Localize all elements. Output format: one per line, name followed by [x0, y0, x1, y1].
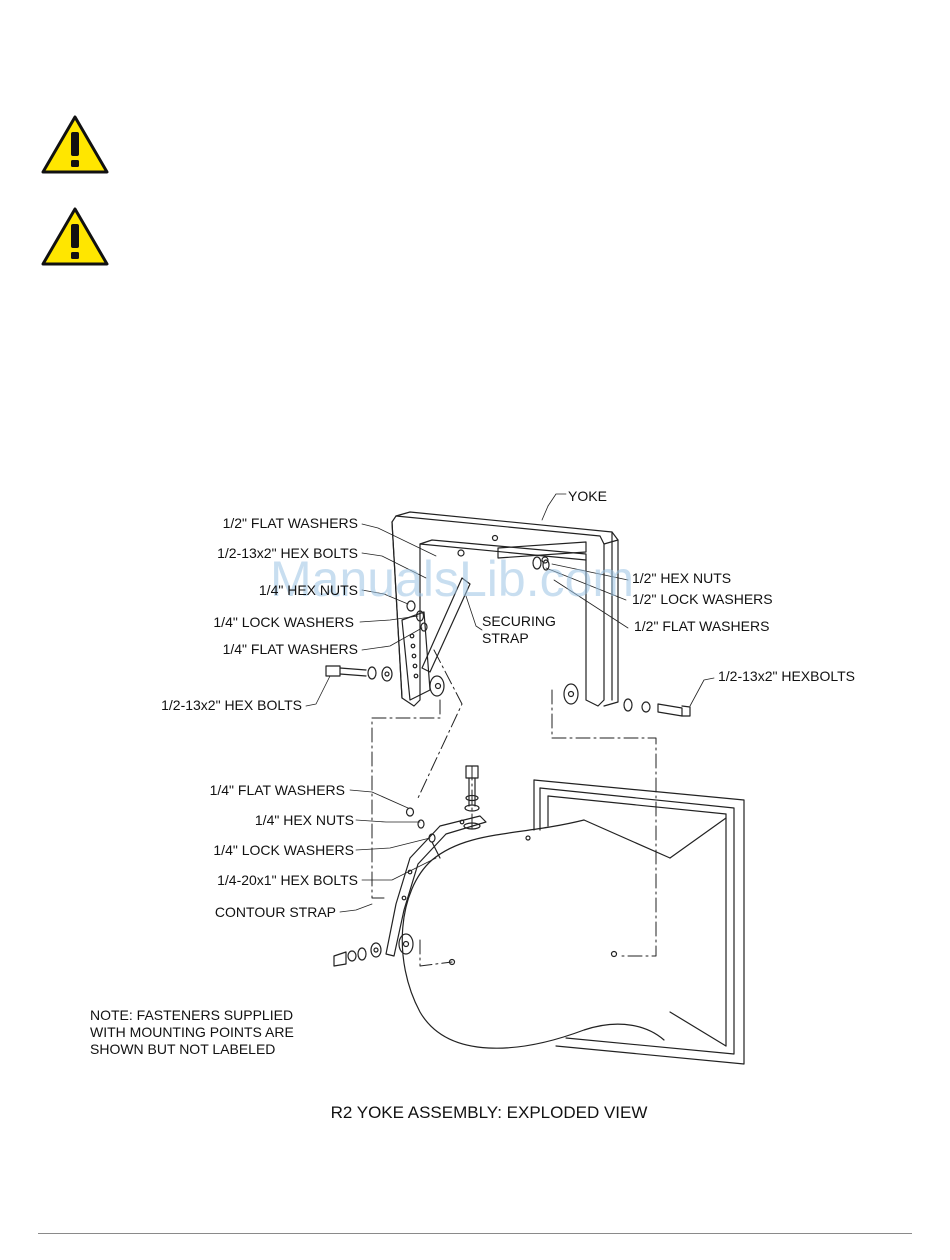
- note-line-1: NOTE: FASTENERS SUPPLIED: [90, 1007, 293, 1023]
- securing-strap: [421, 577, 471, 673]
- note-line-3: SHOWN BUT NOT LABELED: [90, 1041, 275, 1057]
- label-half-hex-bolts-left: 1/2-13x2" HEX BOLTS: [161, 697, 302, 713]
- label-yoke: YOKE: [568, 488, 607, 504]
- label-quarter-lock-washers-top: 1/4" LOCK WASHERS: [213, 614, 354, 630]
- label-quarter-flat-washers-low: 1/4" FLAT WASHERS: [210, 782, 345, 798]
- note-line-2: WITH MOUNTING POINTS ARE: [90, 1024, 294, 1040]
- label-half-hexbolts-right: 1/2-13x2" HEXBOLTS: [718, 668, 855, 684]
- warning-triangle-icon: [41, 115, 109, 174]
- lower-bolt: [333, 942, 382, 967]
- yoke-frame: [391, 511, 619, 707]
- left-bracket: [401, 611, 431, 701]
- note-block: NOTE: FASTENERS SUPPLIED WITH MOUNTING P…: [90, 1007, 294, 1057]
- contour-strap: [385, 815, 487, 957]
- figure-caption: R2 YOKE ASSEMBLY: EXPLODED VIEW: [331, 1103, 648, 1122]
- label-half-hex-bolts-top: 1/2-13x2" HEX BOLTS: [217, 545, 358, 561]
- right-half-bolt: [623, 698, 691, 717]
- footer-divider: [38, 1233, 912, 1234]
- label-half-hex-nuts-right: 1/2" HEX NUTS: [632, 570, 731, 586]
- label-quarter-hex-bolts-low: 1/4-20x1" HEX BOLTS: [217, 872, 358, 888]
- label-quarter-hex-nuts-top: 1/4" HEX NUTS: [259, 582, 358, 598]
- label-half-flat-washers-top: 1/2" FLAT WASHERS: [223, 515, 358, 531]
- left-half-bolt: [325, 665, 393, 682]
- warning-triangle-icon: [41, 207, 109, 266]
- label-quarter-hex-nuts-low: 1/4" HEX NUTS: [255, 812, 354, 828]
- vertical-bolt-stack: [463, 765, 481, 830]
- label-quarter-lock-washers-low: 1/4" LOCK WASHERS: [213, 842, 354, 858]
- speaker-horn: [401, 779, 745, 1065]
- label-quarter-flat-washers-top: 1/4" FLAT WASHERS: [223, 641, 358, 657]
- label-half-lock-washers-right: 1/2" LOCK WASHERS: [632, 591, 773, 607]
- label-half-flat-washers-right: 1/2" FLAT WASHERS: [634, 618, 769, 634]
- label-strap: STRAP: [482, 630, 529, 646]
- label-contour-strap: CONTOUR STRAP: [215, 904, 336, 920]
- watermark: ManualsLib.com: [270, 551, 634, 607]
- label-securing: SECURING: [482, 613, 556, 629]
